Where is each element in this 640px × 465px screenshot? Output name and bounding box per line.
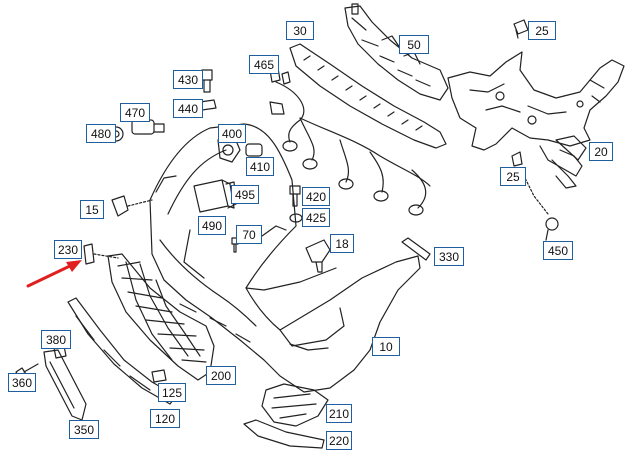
callout-350[interactable]: 350 <box>69 420 99 439</box>
callout-400[interactable]: 400 <box>218 124 246 143</box>
callout-465[interactable]: 465 <box>249 55 279 74</box>
bolt-450 <box>545 217 559 241</box>
wiring-harness <box>269 81 431 216</box>
cover-18 <box>305 239 331 273</box>
callout-410[interactable]: 410 <box>246 157 274 176</box>
callout-440[interactable]: 440 <box>173 99 203 118</box>
callout-425[interactable]: 425 <box>302 208 330 227</box>
callout-70[interactable]: 70 <box>236 225 262 244</box>
callout-18[interactable]: 18 <box>330 234 354 253</box>
callout-220[interactable]: 220 <box>326 431 352 450</box>
callout-360[interactable]: 360 <box>8 373 36 392</box>
callout-420[interactable]: 420 <box>302 187 330 206</box>
fog-light-grille <box>261 383 329 427</box>
callout-25-lower[interactable]: 25 <box>500 167 526 186</box>
bolt-420 <box>289 185 301 207</box>
bumper-cover <box>149 123 421 393</box>
callout-50[interactable]: 50 <box>399 35 429 54</box>
clip-25-lower <box>511 151 523 167</box>
callout-30[interactable]: 30 <box>286 21 314 40</box>
highlight-arrow <box>26 260 82 288</box>
chrome-trim <box>243 419 325 449</box>
energy-absorber <box>289 43 447 149</box>
control-module <box>193 179 235 213</box>
callout-380[interactable]: 380 <box>41 330 71 349</box>
callout-480[interactable]: 480 <box>86 124 116 143</box>
callout-200[interactable]: 200 <box>206 366 236 385</box>
bolt-430 <box>201 69 213 93</box>
callout-495[interactable]: 495 <box>231 185 259 204</box>
callout-120[interactable]: 120 <box>150 409 180 428</box>
trim-strip <box>401 237 431 261</box>
sensor-cover <box>111 195 153 217</box>
callout-10[interactable]: 10 <box>372 337 400 356</box>
clip-230 <box>83 243 119 265</box>
callout-230[interactable]: 230 <box>54 240 82 259</box>
callout-430[interactable]: 430 <box>173 70 203 89</box>
cap-125 <box>151 369 167 383</box>
callout-20[interactable]: 20 <box>589 142 613 161</box>
callout-450[interactable]: 450 <box>543 241 573 260</box>
callout-125[interactable]: 125 <box>158 383 186 402</box>
upper-support-bracket <box>344 3 449 101</box>
callout-490[interactable]: 490 <box>198 216 226 235</box>
callout-330[interactable]: 330 <box>434 247 464 266</box>
license-plate-holder <box>43 349 87 421</box>
side-support-bracket <box>447 51 625 189</box>
callout-15[interactable]: 15 <box>80 200 104 219</box>
callout-25-top[interactable]: 25 <box>528 21 556 40</box>
sensor-410 <box>245 143 263 157</box>
callout-210[interactable]: 210 <box>326 404 352 423</box>
callout-470[interactable]: 470 <box>120 103 150 122</box>
clip-25-top <box>513 19 529 39</box>
